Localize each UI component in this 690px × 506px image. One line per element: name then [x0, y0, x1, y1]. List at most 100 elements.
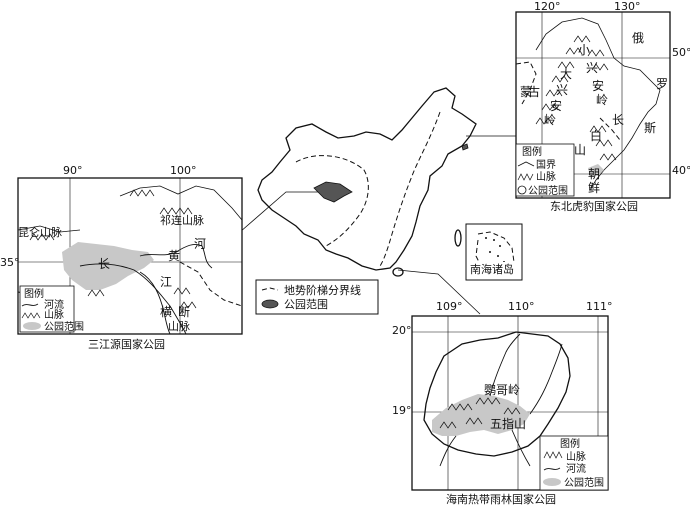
ne-label-chang: 长	[612, 113, 624, 127]
hn-legend-river-swatch	[543, 467, 561, 471]
taiwan-island	[454, 229, 462, 247]
sjy-legend-park-swatch	[23, 322, 41, 330]
ne-label-an2: 安	[550, 98, 562, 113]
ne-lon-120: 120°	[534, 0, 561, 13]
sjy-legend-mountain-swatch	[21, 312, 41, 319]
sjy-lon-90: 90°	[63, 164, 83, 177]
hn-river-4	[511, 429, 531, 467]
ne-label-meng: 蒙	[520, 85, 532, 99]
hn-caption: 海南热带雨林国家公园	[446, 492, 556, 506]
hn-mountain-ranges	[439, 397, 521, 429]
sjy-label-huang: 黄	[168, 249, 180, 263]
ne-label-e: 俄	[632, 31, 644, 45]
hn-legend-mountain: 山脉	[566, 450, 586, 463]
center-legend-frame	[255, 279, 379, 315]
hn-river-1	[489, 333, 521, 397]
hainan-island-outline	[423, 331, 571, 457]
china-border	[257, 87, 477, 271]
ne-legend-mountain-swatch	[517, 173, 534, 181]
hainan-island-small	[392, 267, 404, 277]
hn-park-area	[432, 394, 530, 436]
connector-sanjiangyuan	[239, 191, 318, 233]
hainan-inset: 109° 110° 111° 20° 19° 鹦哥岭 五指山 图例 山脉	[392, 300, 613, 506]
sjy-label-he: 河	[194, 237, 206, 251]
sjy-label-qilian: 祁连山脉	[160, 213, 204, 227]
sjy-label-jiang: 江	[160, 275, 172, 289]
legend-step-line-swatch	[261, 287, 279, 291]
sjy-legend-park: 公园范围	[44, 320, 84, 333]
sjy-legend-mountain: 山脉	[44, 308, 64, 321]
ne-label-da: 大	[560, 67, 572, 81]
sjy-label-hengduan-3: 山脉	[168, 319, 190, 333]
hn-lon-111: 111°	[586, 300, 613, 313]
sjy-legend-river: 河流	[44, 298, 64, 311]
legend-park-swatch	[261, 299, 279, 309]
ne-label-an: 安	[592, 78, 604, 93]
ne-label-chao: 朝	[588, 167, 600, 181]
sjy-boundary-lines	[17, 185, 243, 233]
sjy-caption: 三江源国家公园	[88, 337, 165, 351]
ne-lat-40: 40°	[672, 164, 690, 177]
hn-lat-20: 20°	[392, 324, 412, 337]
ne-lon-130: 130°	[614, 0, 641, 13]
china-park-sanjiangyuan	[313, 181, 353, 203]
step-boundary-1	[295, 155, 369, 247]
hn-river-3	[439, 435, 457, 467]
legend-park-label: 公园范围	[284, 297, 328, 311]
sjy-river-3	[139, 271, 171, 335]
ne-mountain-ranges	[535, 35, 617, 161]
ne-legend-boundary-swatch	[517, 161, 535, 167]
sjy-legend-title: 图例	[24, 287, 44, 300]
ne-label-luo: 罗	[656, 77, 668, 91]
sjy-label-hengduan-1: 横	[160, 305, 172, 319]
hn-lon-109: 109°	[436, 300, 463, 313]
hn-legend-mountain-swatch	[543, 451, 563, 459]
ne-label-xing2: 兴	[556, 83, 568, 97]
sjy-label-chang: 长	[98, 257, 110, 271]
sjy-yellow-river	[139, 243, 213, 269]
ne-dash-boundaries	[515, 61, 621, 141]
south-china-sea-inset: 南海诸岛	[465, 223, 523, 281]
sanjiangyuan-inset: 90° 100° 35° 昆仑山脉 祁连山脉 长 江 黄 河 横 断 山脉	[0, 164, 243, 351]
sjy-mountain-ranges	[29, 189, 197, 309]
step-boundary-2	[379, 111, 441, 267]
connector-lines	[239, 135, 518, 315]
ne-caption: 东北虎豹国家公园	[550, 199, 638, 213]
northeast-inset: 120° 130° 50° 40° 俄 罗 斯 蒙 古 小	[515, 0, 690, 213]
hn-legend-title: 图例	[560, 437, 580, 450]
connector-hainan	[397, 269, 481, 315]
hn-label-yingge: 鹦哥岭	[484, 383, 520, 397]
hn-legend-park: 公园范围	[564, 476, 604, 489]
ne-legend-mountain: 山脉	[536, 170, 556, 183]
china-park-northeast	[461, 143, 469, 151]
ne-label-si: 斯	[644, 121, 656, 135]
inset-label: 南海诸岛	[470, 262, 514, 276]
ne-legend-title: 图例	[522, 145, 542, 158]
sjy-lat-35: 35°	[0, 256, 20, 269]
sjy-park-area	[62, 242, 154, 290]
ne-label-ling2: 岭	[544, 113, 556, 127]
ne-label-bai: 白	[590, 128, 602, 143]
china-outline-map	[257, 87, 477, 277]
sjy-label-kunlun: 昆仑山脉	[18, 225, 62, 239]
hn-legend-river: 河流	[566, 462, 586, 475]
ne-label-shan: 山	[574, 143, 586, 157]
hn-legend: 图例 山脉 河流 公园范围	[539, 435, 609, 491]
legend-step-line-label: 地势阶梯分界线	[284, 283, 361, 297]
hn-label-wuzhi: 五指山	[490, 416, 526, 431]
ne-label-xiao: 小	[578, 43, 590, 57]
hn-lon-110: 110°	[508, 300, 535, 313]
hn-legend-park-swatch	[543, 478, 561, 486]
ne-label-ling: 岭	[596, 93, 608, 107]
ne-legend: 图例 国界 山脉 公园范围	[515, 143, 575, 197]
ne-legend-park: 公园范围	[528, 184, 568, 197]
ne-label-gu: 古	[528, 84, 540, 99]
ne-lat-50: 50°	[672, 46, 690, 59]
ne-park-area	[588, 164, 604, 176]
ne-country-boundary	[535, 17, 661, 191]
sjy-label-hengduan-2: 断	[178, 304, 190, 319]
sjy-legend-river-swatch	[21, 303, 39, 307]
ne-legend-park-swatch	[517, 185, 527, 195]
sjy-lon-100: 100°	[170, 164, 197, 177]
ne-legend-boundary: 国界	[536, 159, 556, 171]
